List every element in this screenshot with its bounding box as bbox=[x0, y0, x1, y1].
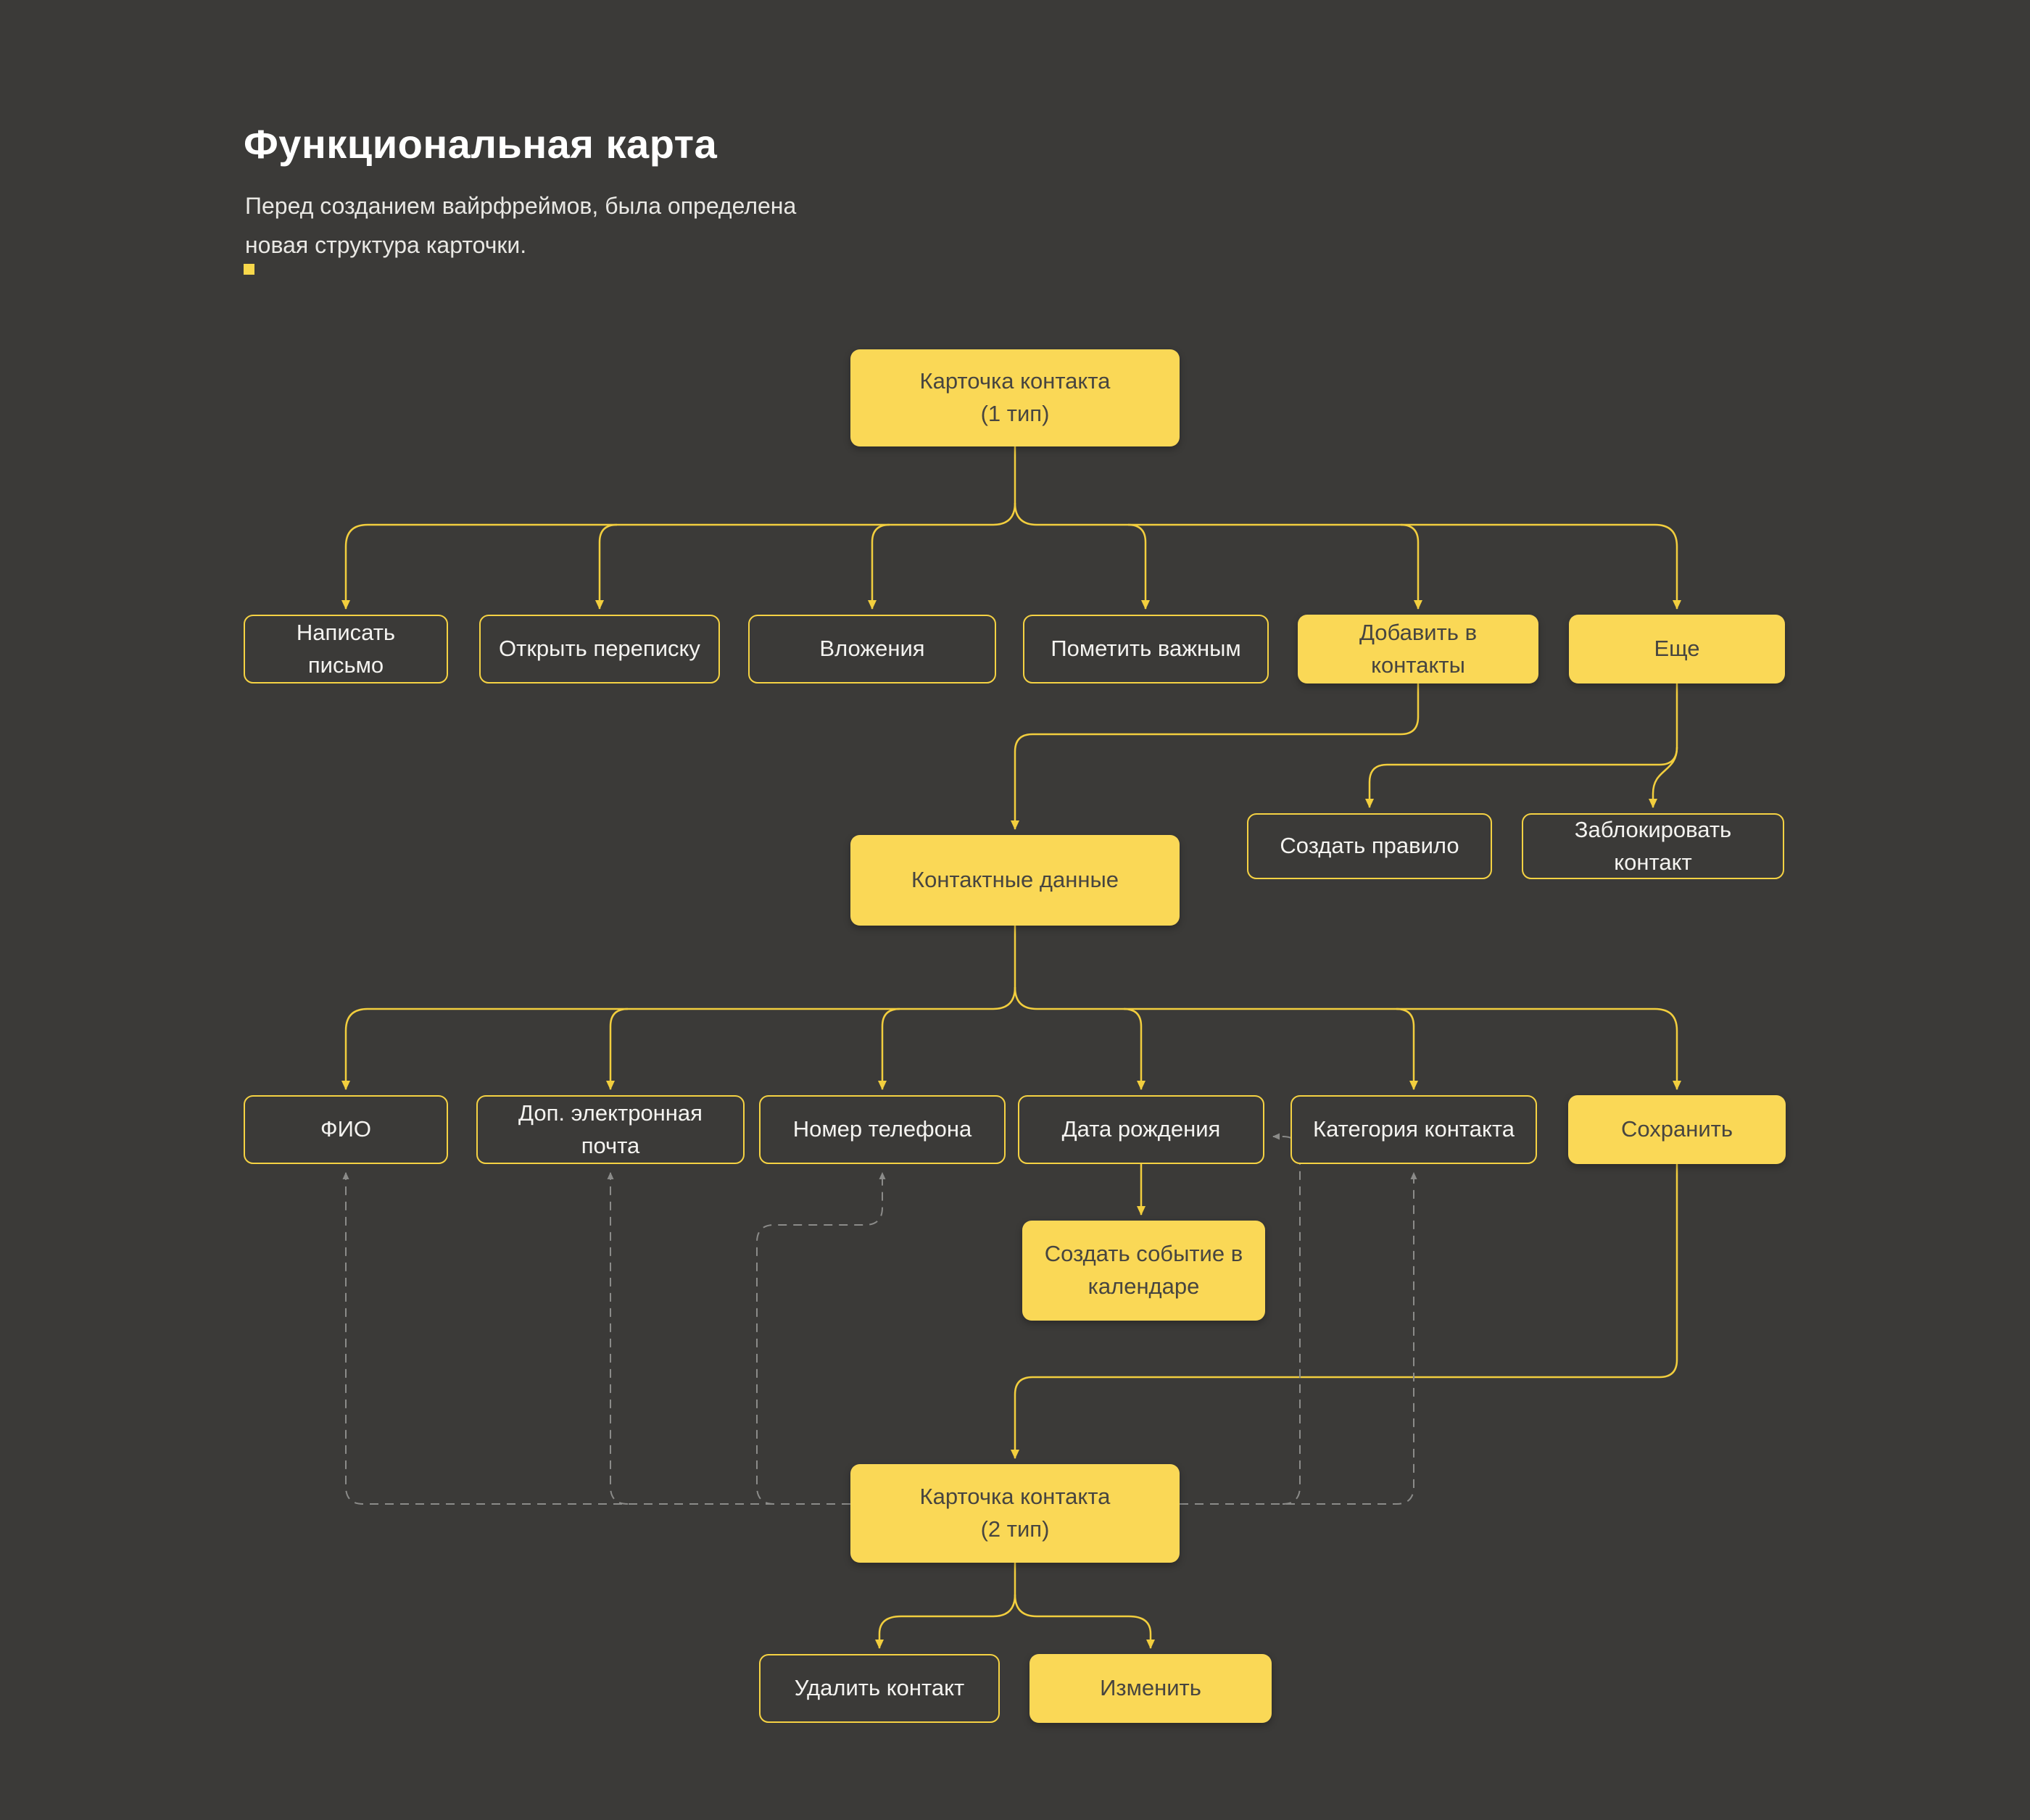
edge-contact-data-to-save bbox=[1014, 986, 1681, 1090]
edge-save-to-card2 bbox=[1011, 1164, 1678, 1459]
node-create-rule: Создать правило bbox=[1247, 813, 1492, 879]
node-save: Сохранить bbox=[1568, 1095, 1786, 1164]
edge-card1-to-mark-important bbox=[1127, 523, 1150, 610]
dashed-card2-to-full-name bbox=[342, 1172, 850, 1505]
yellow-bullet-marker bbox=[244, 264, 254, 275]
edge-card1-to-write-letter bbox=[341, 446, 1016, 610]
dashed-card2-to-phone-number bbox=[756, 1172, 886, 1505]
page-subtitle: Перед созданием вайрфреймов, была опреде… bbox=[245, 193, 797, 258]
edge-card1-to-add-to-contacts bbox=[1400, 523, 1422, 610]
dashed-card2-to-extra-email bbox=[607, 1172, 629, 1505]
dashed-card2-to-birth-date bbox=[1272, 1133, 1301, 1505]
edge-card1-to-more bbox=[1014, 502, 1681, 610]
edge-card2-to-edit bbox=[1014, 1594, 1155, 1649]
edge-contact-data-to-full-name bbox=[341, 926, 1016, 1090]
edge-contact-data-to-birth-date bbox=[1123, 1007, 1146, 1090]
edge-contact-data-to-phone-number bbox=[878, 1007, 900, 1090]
edge-card1-to-open-thread bbox=[595, 523, 618, 610]
node-edit: Изменить bbox=[1030, 1654, 1272, 1723]
node-open-correspondence: Открыть переписку bbox=[479, 615, 720, 683]
node-contact-data: Контактные данные bbox=[850, 835, 1180, 926]
page-title: Функциональная карта bbox=[244, 120, 718, 167]
edge-card1-to-attachments bbox=[868, 523, 890, 610]
edge-contact-data-to-contact-category bbox=[1396, 1007, 1418, 1090]
node-delete-contact: Удалить контакт bbox=[759, 1654, 1000, 1723]
edge-card2-to-delete-contact bbox=[875, 1563, 1016, 1649]
node-birth-date: Дата рождения bbox=[1018, 1095, 1264, 1164]
node-mark-important: Пометить важным bbox=[1023, 615, 1269, 683]
node-phone-number: Номер телефона bbox=[759, 1095, 1006, 1164]
node-card-type-1: Карточка контакта (1 тип) bbox=[850, 349, 1180, 446]
node-write-letter: Написать письмо bbox=[244, 615, 448, 683]
edge-add-to-contacts-to-contact-data bbox=[1011, 682, 1420, 830]
node-add-to-contacts: Добавить в контакты bbox=[1298, 615, 1538, 683]
node-card-type-2: Карточка контакта (2 тип) bbox=[850, 1464, 1180, 1563]
node-attachments: Вложения bbox=[748, 615, 996, 683]
edge-more-to-create-rule bbox=[1365, 682, 1678, 808]
node-extra-email: Доп. электронная почта bbox=[476, 1095, 745, 1164]
node-create-calendar-event: Создать событие в календаре bbox=[1022, 1221, 1265, 1321]
dashed-card2-to-contact-category bbox=[1180, 1172, 1417, 1505]
node-more: Еще bbox=[1569, 615, 1785, 683]
edge-more-to-block-contact bbox=[1649, 747, 1678, 808]
node-contact-category: Категория контакта bbox=[1290, 1095, 1537, 1164]
node-full-name: ФИО bbox=[244, 1095, 448, 1164]
node-block-contact: Заблокировать контакт bbox=[1522, 813, 1784, 879]
edge-contact-data-to-extra-email bbox=[606, 1007, 629, 1090]
